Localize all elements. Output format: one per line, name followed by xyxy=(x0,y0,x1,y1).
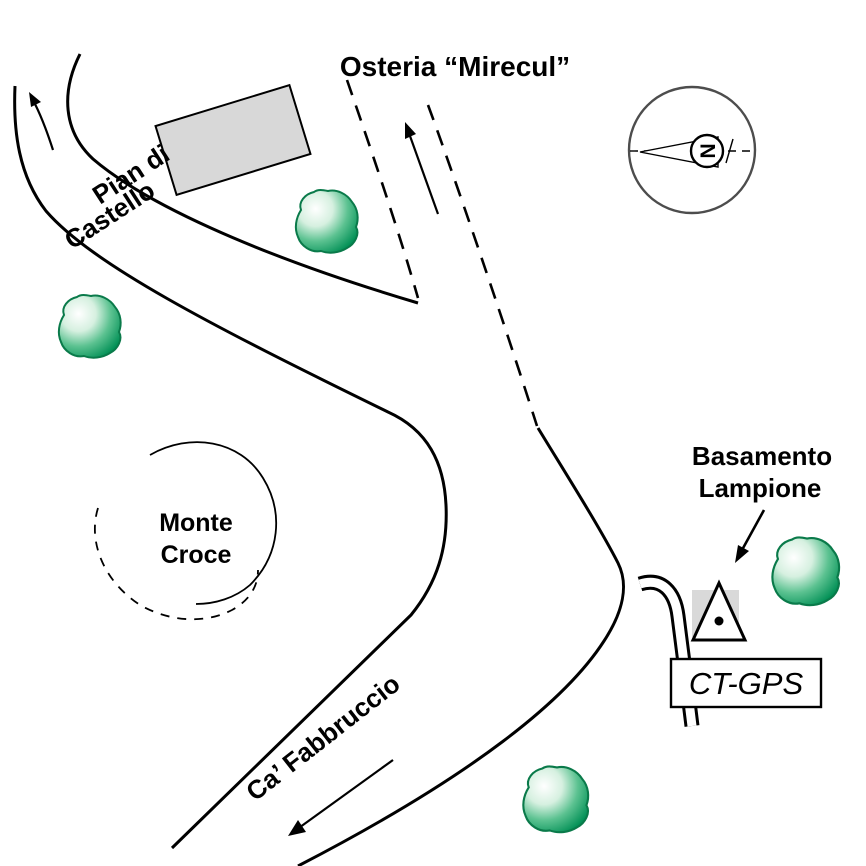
building xyxy=(154,83,312,197)
arrow-head-basamento xyxy=(735,545,749,563)
label-lampione: Lampione xyxy=(699,473,822,503)
label-osteria: Osteria “Mirecul” xyxy=(340,51,570,82)
contour-line-dashed xyxy=(94,507,259,621)
track-dashed-right-edge xyxy=(426,104,539,427)
ct-gps-frame xyxy=(669,657,823,709)
tree-icon xyxy=(522,765,590,834)
road-edge-west xyxy=(13,85,448,850)
arrow-head-ca-fabbruccio xyxy=(288,820,306,836)
compass-north-circle xyxy=(689,133,725,169)
compass-north-letter: N xyxy=(696,143,719,158)
label-ca-fabbruccio: Ca’ Fabbruccio xyxy=(240,668,405,806)
survey-marker-icon xyxy=(690,579,748,642)
road-edge-north xyxy=(66,53,419,305)
tree-icon xyxy=(57,294,122,359)
arrow-line-northwest xyxy=(34,103,55,151)
ct-gps-box: CT-GPS xyxy=(669,657,823,709)
compass-icon: N xyxy=(627,85,757,215)
arrow-head-northwest xyxy=(29,92,41,107)
direction-arrows xyxy=(29,92,766,836)
arrow-head-to-osteria xyxy=(405,122,416,139)
marker-triangle xyxy=(690,579,748,642)
arrow-line-to-osteria xyxy=(408,135,440,215)
monte-croce-hill xyxy=(94,441,278,621)
arrow-line-ca-fabbruccio xyxy=(295,759,394,831)
compass-tick xyxy=(725,138,734,164)
label-basamento: Basamento xyxy=(692,441,832,471)
road-edge-east xyxy=(297,427,625,866)
tree-icon xyxy=(294,189,359,254)
ct-gps-label: CT-GPS xyxy=(689,666,804,701)
contour-line-solid xyxy=(149,441,278,605)
marker-dot xyxy=(714,616,724,626)
arrow-line-basamento xyxy=(740,509,766,551)
label-monte: Monte xyxy=(159,509,233,537)
label-croce: Croce xyxy=(161,541,232,569)
tree-icon xyxy=(771,536,841,607)
track-dashed-left-edge xyxy=(345,79,420,299)
